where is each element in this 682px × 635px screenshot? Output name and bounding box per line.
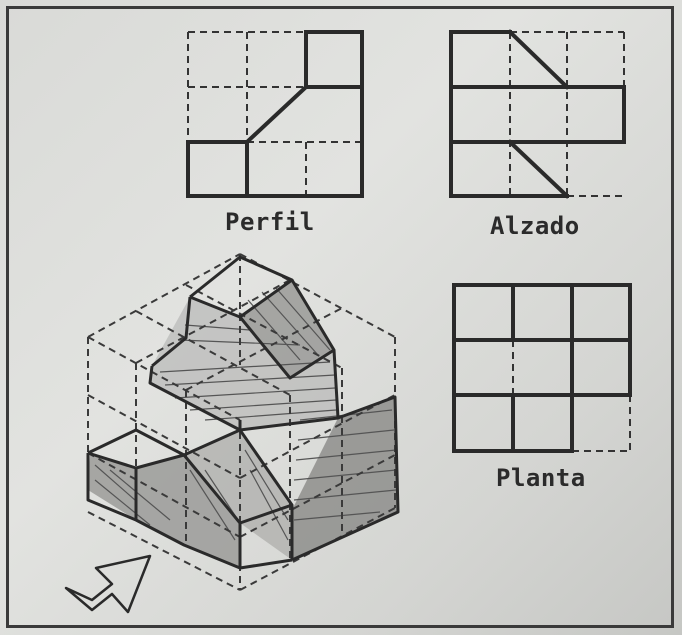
isometric-view [64, 253, 400, 614]
perfil-view [186, 30, 364, 198]
alzado-diagonal-edge-top [507, 29, 570, 90]
alzado-label: Alzado [490, 212, 580, 240]
shaded-face-front-left [88, 453, 240, 568]
isometric-visible-edges [86, 255, 400, 570]
perfil-diagonal-edge [244, 84, 309, 145]
arrow-up-right-icon [64, 554, 152, 614]
shaded-face [240, 280, 334, 378]
planta-label: Planta [496, 464, 586, 492]
hatching [94, 287, 397, 541]
alzado-middle-band [449, 85, 626, 144]
alzado-diagonal-edge-bottom [507, 139, 570, 199]
alzado-view [449, 29, 626, 199]
shaded-face-front-mid [184, 430, 292, 560]
perfil-visible-edges [186, 30, 364, 198]
shaded-face-right [292, 397, 398, 560]
planta-outline [452, 283, 632, 453]
planta-view [452, 283, 632, 453]
drawing-frame [6, 6, 674, 628]
alzado-visible-edges [449, 30, 569, 198]
perfil-label: Perfil [225, 208, 315, 236]
